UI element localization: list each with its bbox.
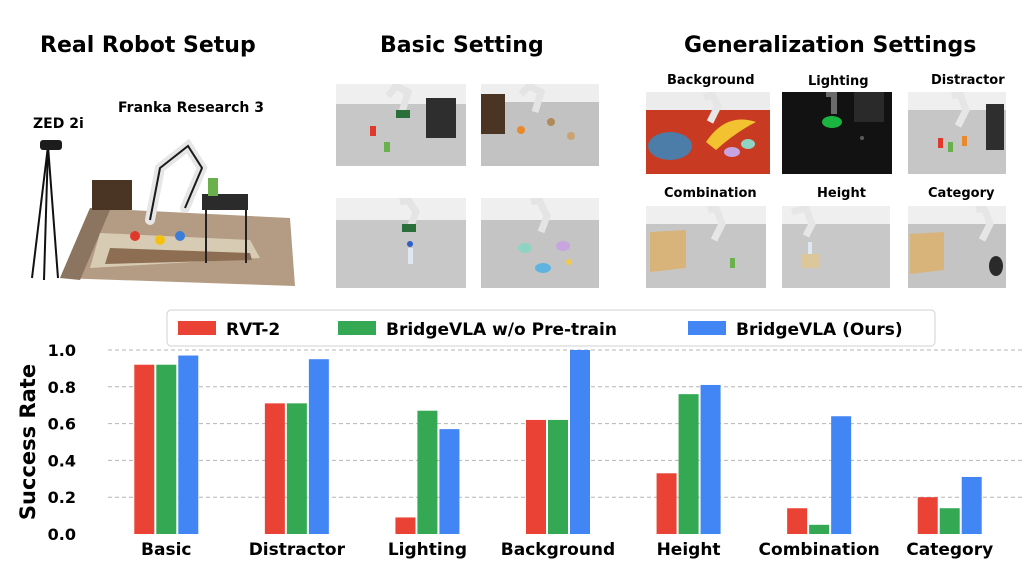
gen-label-category: Category [928, 186, 995, 201]
x-tick-label: Distractor [249, 540, 346, 560]
legend-box [166, 309, 936, 347]
gen-photo-distractor [908, 92, 1006, 174]
bar [809, 524, 830, 534]
bar [308, 359, 329, 534]
basic-photo-1 [336, 84, 466, 166]
legend-label: BridgeVLA w/o Pre-train [386, 320, 617, 340]
real-robot-photo [20, 128, 300, 288]
y-tick-label: 0.0 [48, 525, 76, 544]
gen-photo-combination [646, 206, 766, 288]
legend-label: BridgeVLA (Ours) [736, 320, 903, 340]
bar [134, 364, 155, 534]
gen-photo-height [782, 206, 890, 288]
bar [678, 394, 699, 534]
bar [178, 355, 199, 534]
generalization-title: Generalization Settings [684, 33, 977, 58]
bar [156, 364, 177, 534]
gen-photo-lighting [782, 92, 892, 174]
x-tick-label: Height [657, 540, 721, 560]
y-tick-label: 0.6 [48, 415, 76, 434]
gen-photo-background [646, 92, 770, 174]
x-tick-label: Background [501, 540, 615, 560]
basic-photo-4 [481, 198, 599, 288]
y-tick-label: 1.0 [48, 341, 76, 360]
bar [526, 419, 546, 534]
gen-photo-category [908, 206, 1006, 288]
gen-label-lighting: Lighting [808, 74, 869, 89]
robot-label: Franka Research 3 [118, 100, 264, 116]
legend-swatch [178, 321, 216, 335]
legend-swatch [338, 321, 376, 335]
bar [439, 429, 460, 534]
x-tick-label: Basic [141, 540, 191, 560]
bar [939, 508, 960, 534]
bar [700, 384, 721, 534]
y-tick-label: 0.8 [48, 378, 76, 397]
bar [395, 517, 416, 534]
gen-label-background: Background [667, 73, 755, 88]
bar [831, 416, 852, 534]
x-tick-label: Category [906, 540, 993, 560]
legend-label: RVT-2 [226, 320, 280, 340]
bar [787, 508, 808, 534]
basic-photo-2 [481, 84, 599, 166]
bar [917, 497, 938, 534]
legend-swatch [688, 321, 726, 335]
y-tick-label: 0.2 [48, 488, 76, 507]
basic-setting-title: Basic Setting [380, 33, 544, 58]
bar [570, 350, 590, 534]
gen-label-combination: Combination [664, 186, 757, 201]
bar [286, 403, 307, 534]
x-tick-label: Combination [759, 540, 880, 560]
bar [548, 419, 568, 534]
bar [961, 476, 982, 534]
bar [656, 473, 677, 534]
bar [264, 403, 285, 534]
bar [417, 410, 438, 534]
gen-label-distractor: Distractor [931, 73, 1005, 88]
real-robot-title: Real Robot Setup [40, 33, 256, 58]
basic-photo-3 [336, 198, 466, 288]
y-tick-label: 0.4 [48, 451, 76, 470]
gen-label-height: Height [817, 186, 866, 201]
x-tick-label: Lighting [388, 540, 467, 560]
y-axis-label: Success Rate [16, 364, 40, 520]
